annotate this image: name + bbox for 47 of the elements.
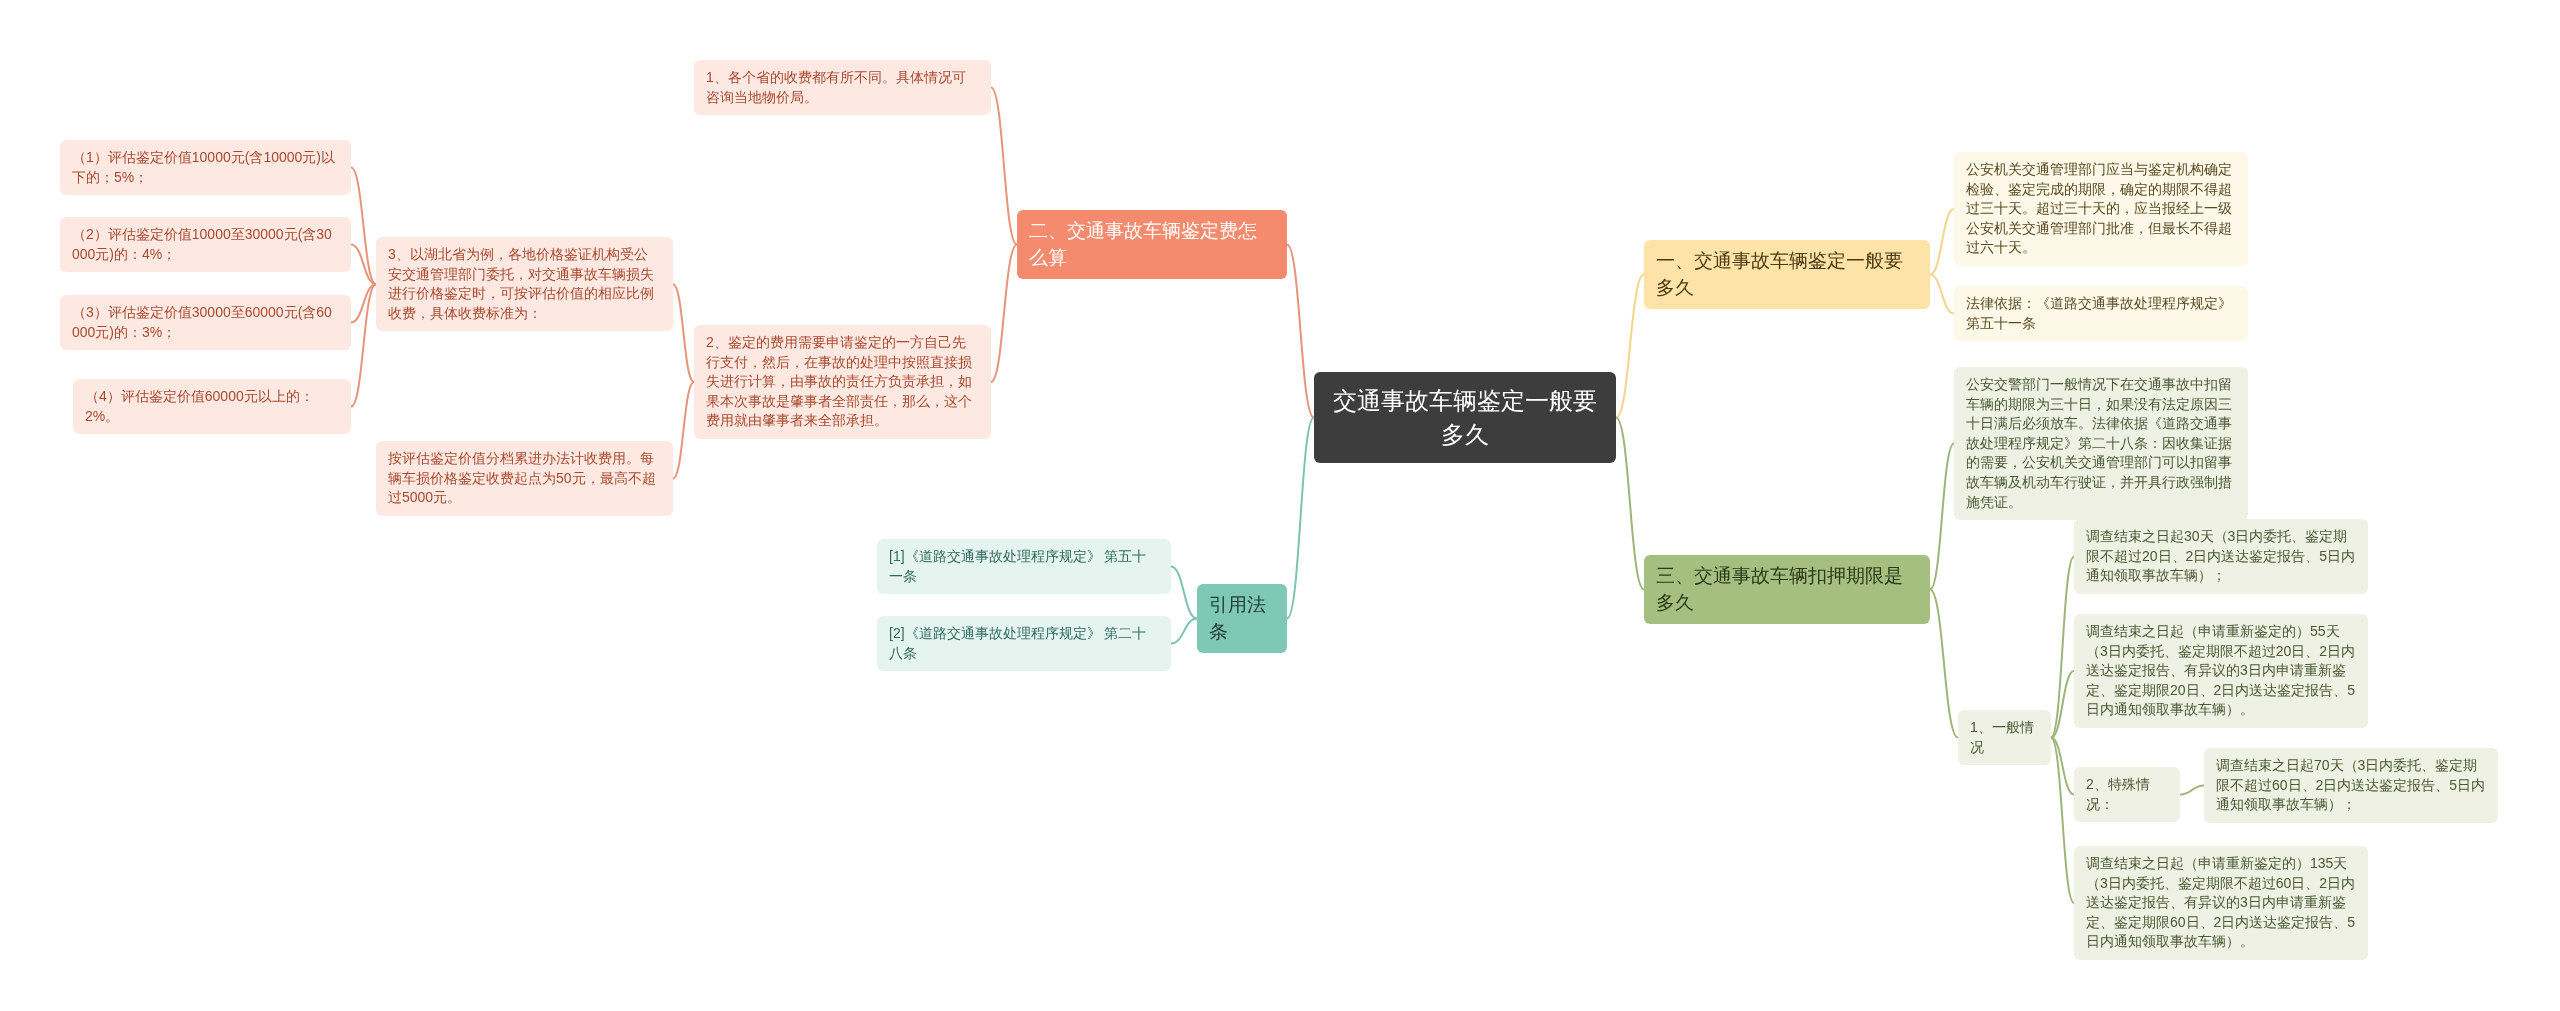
connector-line [350, 243, 377, 286]
topic-box: 调查结束之日起（申请重新鉴定的）135天（3日内委托、鉴定期限不超过60日、2日内送达鉴定报告、有异议的3日内申请重新鉴定、鉴定期限60日、2日内送达鉴定报告、5日内通知领取事故车辆）。 [2074, 846, 2368, 960]
connector-line [1170, 565, 1198, 620]
topic-box: 调查结束之日起30天（3日内委托、鉴定期限不超过20日、2日内送达鉴定报告、5日内通知领取事故车辆）； [2074, 519, 2368, 594]
connector-line [2050, 736, 2075, 904]
connector-line [2050, 736, 2075, 796]
connector-line [672, 283, 695, 383]
topic-box: [2]《道路交通事故处理程序规定》 第二十八条 [877, 616, 1171, 672]
connector-line [350, 166, 377, 286]
connector-line [1286, 416, 1315, 620]
topic-box: 3、以湖北省为例，各地价格鉴证机构受公安交通管理部门委托，对交通事故车辆损失进行价格鉴定时，可按评估价值的相应比例收费，具体收费标准为： [376, 237, 673, 332]
branch-topic: 引用法条 [1197, 584, 1287, 654]
topic-box: （4）评估鉴定价值60000元以上的：2%。 [73, 379, 351, 435]
branch-topic: 三、交通事故车辆扣押期限是多久 [1644, 555, 1930, 625]
connector-line [1929, 442, 1955, 591]
connector-line [2050, 670, 2075, 739]
topic-box: 按评估鉴定价值分档累进办法计收费用。每辆车损价格鉴定收费起点为50元，最高不超过5000元。 [376, 441, 673, 516]
connector-line [1615, 273, 1645, 419]
topic-box: 公安机关交通管理部门应当与鉴定机构确定检验、鉴定完成的期限，确定的期限不得超过三十天。超过三十天的，应当报经上一级公安机关交通管理部门批准，但最长不得超过六十天。 [1954, 152, 2248, 266]
topic-box: 2、特殊情况： [2074, 767, 2180, 823]
connector-line [350, 283, 377, 324]
connector-line [1929, 273, 1955, 315]
topic-box: 1、各个省的收费都有所不同。具体情况可咨询当地物价局。 [694, 60, 991, 116]
topic-box: （1）评估鉴定价值10000元(含10000元)以下的；5%； [60, 140, 351, 196]
topic-box: 法律依据：《道路交通事故处理程序规定》第五十一条 [1954, 286, 2248, 342]
connector-line [350, 283, 377, 408]
topic-box: 2、鉴定的费用需要申请鉴定的一方自己先行支付，然后，在事故的处理中按照直接损失进行计算，由事故的责任方负责承担，如果本次事故是肇事者全部责任，那么，这个费用就由肇事者来全部承担。 [694, 325, 991, 439]
connector-line [672, 381, 695, 480]
topic-box: （3）评估鉴定价值30000至60000元(含60000元)的：3%； [60, 295, 351, 351]
topic-box: 1、一般情况 [1958, 710, 2051, 766]
connector-line [1929, 588, 1959, 739]
connector-line [1929, 208, 1955, 276]
topic-box: 调查结束之日起（申请重新鉴定的）55天（3日内委托、鉴定期限不超过20日、2日内送达鉴定报告、有异议的3日内申请重新鉴定、鉴定期限20日、2日内送达鉴定报告、5日内通知领取事故车辆）。 [2074, 614, 2368, 728]
topic-box: （2）评估鉴定价值10000至30000元(含30000元)的：4%； [60, 217, 351, 273]
connector-line [990, 243, 1018, 383]
branch-topic: 一、交通事故车辆鉴定一般要多久 [1644, 240, 1930, 310]
topic-box: [1]《道路交通事故处理程序规定》 第五十一条 [877, 539, 1171, 595]
connector-line [1615, 416, 1645, 591]
topic-box: 公安交警部门一般情况下在交通事故中扣留车辆的期限为三十日，如果没有法定原因三十日满后必须放车。法律依据《道路交通事故处理程序规定》第二十八条：因收集证据的需要，公安机关交通管理部门可以扣留事故车辆及机动车行驶证，并开具行政强制措施凭证。 [1954, 367, 2248, 521]
branch-topic: 二、交通事故车辆鉴定费怎么算 [1017, 210, 1287, 280]
connector-line [990, 86, 1018, 246]
connector-line [2050, 555, 2075, 739]
connector-line [1170, 617, 1198, 645]
topic-box: 调查结束之日起70天（3日内委托、鉴定期限不超过60日、2日内送达鉴定报告、5日内通知领取事故车辆）； [2204, 748, 2498, 823]
connector-line [2179, 784, 2205, 796]
central-topic: 交通事故车辆鉴定一般要多久 [1314, 372, 1616, 464]
connector-line [1286, 243, 1315, 419]
